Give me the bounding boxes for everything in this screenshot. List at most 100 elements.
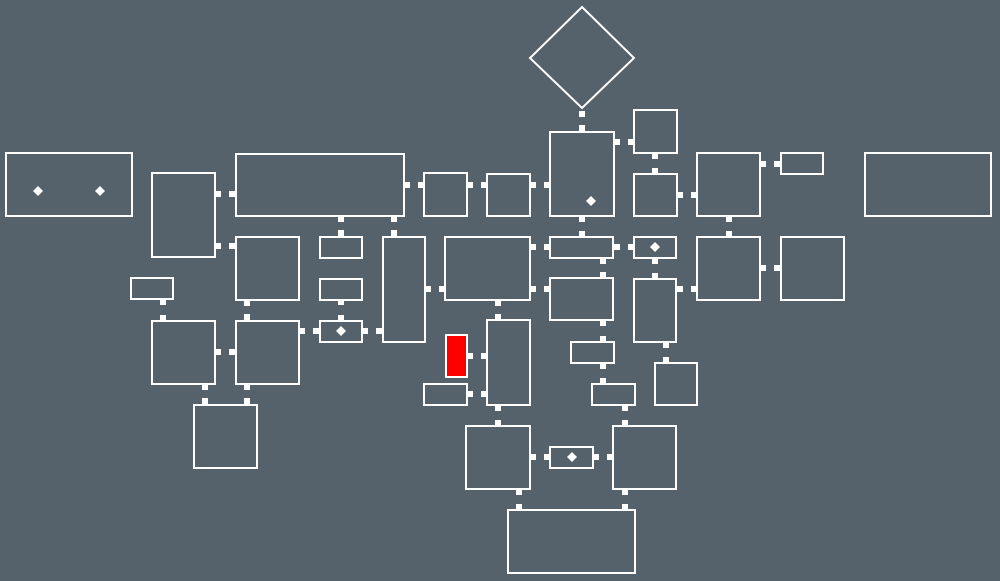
door xyxy=(677,286,683,292)
door xyxy=(467,182,473,188)
door xyxy=(579,125,585,131)
door xyxy=(628,139,634,145)
door xyxy=(467,353,473,359)
door xyxy=(622,504,628,510)
door xyxy=(244,384,250,390)
map-room xyxy=(423,172,468,217)
entrance-room xyxy=(528,5,636,110)
door xyxy=(481,182,487,188)
door xyxy=(774,265,780,271)
door xyxy=(495,405,501,411)
map-room xyxy=(591,383,636,406)
door xyxy=(530,454,536,460)
map-room xyxy=(633,109,678,154)
diamond-icon xyxy=(650,242,660,252)
door xyxy=(229,243,235,249)
door xyxy=(652,258,658,264)
door xyxy=(726,231,732,237)
door xyxy=(726,216,732,222)
map-room xyxy=(130,277,174,300)
door xyxy=(760,265,766,271)
diamond-icon xyxy=(95,186,105,196)
door xyxy=(160,315,166,321)
door xyxy=(244,314,250,320)
door xyxy=(160,299,166,305)
door xyxy=(544,286,550,292)
door xyxy=(481,391,487,397)
door xyxy=(652,153,658,159)
door xyxy=(467,391,473,397)
door xyxy=(481,353,487,359)
map-room xyxy=(319,236,363,259)
door xyxy=(600,336,606,342)
door xyxy=(614,139,620,145)
map-room xyxy=(444,236,531,301)
door xyxy=(579,231,585,237)
door xyxy=(338,216,344,222)
door xyxy=(593,454,599,460)
door xyxy=(622,405,628,411)
map-room xyxy=(486,173,531,217)
door xyxy=(516,504,522,510)
door xyxy=(439,286,445,292)
map-room xyxy=(235,153,405,217)
rooms-layer xyxy=(5,5,992,574)
map-room xyxy=(507,509,636,574)
door xyxy=(244,300,250,306)
door xyxy=(600,320,606,326)
map-room xyxy=(193,404,258,469)
door xyxy=(495,300,501,306)
door xyxy=(600,378,606,384)
map-room xyxy=(151,320,216,385)
door xyxy=(600,258,606,264)
door xyxy=(600,272,606,278)
door xyxy=(202,398,208,404)
doors-layer xyxy=(160,111,780,510)
door xyxy=(663,357,669,363)
map-room xyxy=(549,277,614,321)
map-room xyxy=(235,320,300,385)
door xyxy=(299,328,305,334)
door xyxy=(607,454,613,460)
door xyxy=(229,191,235,197)
door xyxy=(691,192,697,198)
door xyxy=(652,273,658,279)
door xyxy=(774,161,780,167)
map-room xyxy=(549,131,615,217)
door xyxy=(229,349,235,355)
door xyxy=(362,328,368,334)
door xyxy=(338,299,344,305)
door xyxy=(652,168,658,174)
door xyxy=(391,216,397,222)
door xyxy=(530,244,536,250)
map-room xyxy=(864,152,992,217)
door xyxy=(544,182,550,188)
door xyxy=(313,328,319,334)
door xyxy=(530,182,536,188)
markers-layer xyxy=(33,186,660,462)
map-room xyxy=(780,236,845,301)
map-room xyxy=(633,278,677,343)
door xyxy=(338,315,344,321)
door xyxy=(495,420,501,426)
map-room xyxy=(612,425,677,490)
door xyxy=(516,489,522,495)
door xyxy=(600,363,606,369)
door xyxy=(202,384,208,390)
door xyxy=(622,420,628,426)
map-room xyxy=(319,278,363,301)
door xyxy=(215,349,221,355)
map-room xyxy=(570,341,615,364)
map-room xyxy=(382,236,426,343)
door xyxy=(760,161,766,167)
door xyxy=(215,243,221,249)
door xyxy=(663,342,669,348)
map-room xyxy=(151,172,216,258)
door xyxy=(677,192,683,198)
door xyxy=(622,489,628,495)
map-room xyxy=(5,152,133,217)
current-room xyxy=(445,334,468,378)
door xyxy=(376,328,382,334)
map-room xyxy=(780,152,824,175)
